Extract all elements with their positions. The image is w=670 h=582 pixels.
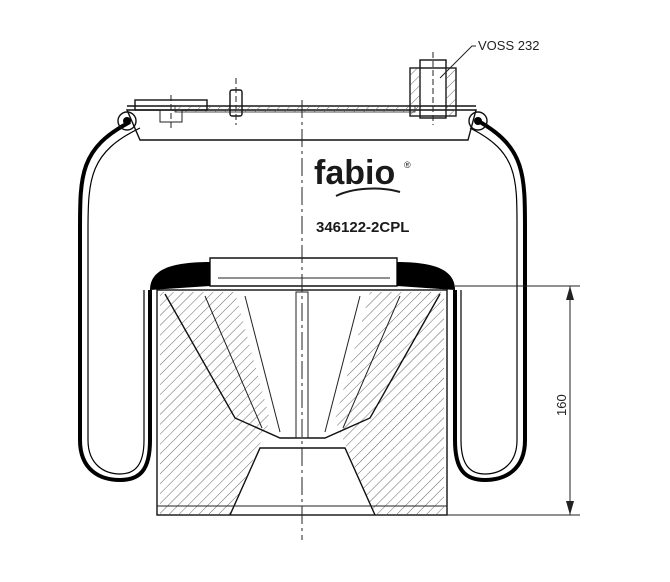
bellows-right-inner bbox=[460, 127, 518, 475]
left-stud-nut bbox=[159, 109, 183, 123]
dimension-arrow-top bbox=[566, 286, 574, 300]
air-connector bbox=[409, 52, 457, 125]
top-bead-plate bbox=[117, 52, 488, 141]
bellows-left-outer bbox=[78, 120, 152, 483]
part-number: 346122-2CPL bbox=[316, 219, 409, 236]
height-dimension: 160 bbox=[447, 285, 580, 516]
dimension-value: 160 bbox=[554, 394, 569, 416]
connector-hatch-left bbox=[409, 67, 421, 117]
piston-rib bbox=[204, 295, 263, 429]
right-crimp-bead bbox=[468, 111, 488, 131]
right-crimp-bead-core bbox=[474, 117, 482, 125]
connector-leader-line bbox=[439, 45, 476, 79]
connector-hatch-right bbox=[445, 67, 457, 117]
piston-top-collar bbox=[209, 257, 398, 287]
left-shoulder bbox=[150, 262, 210, 290]
piston-rib bbox=[324, 295, 361, 433]
brand-swoosh bbox=[335, 187, 401, 197]
piston-hatch-left bbox=[160, 292, 270, 515]
piston-hatch-right bbox=[335, 292, 444, 515]
bead-plate-hatch-strip bbox=[174, 105, 416, 113]
bellows bbox=[78, 120, 527, 483]
piston-rib bbox=[244, 295, 281, 433]
connector-label: VOSS 232 bbox=[478, 38, 539, 53]
brand-name: fabio bbox=[314, 154, 395, 192]
brand-registered-mark: ® bbox=[404, 160, 411, 170]
piston-rib bbox=[342, 295, 401, 429]
bellows-right-outer bbox=[453, 120, 527, 483]
left-crimp-bead bbox=[117, 111, 137, 131]
bellows-left-inner bbox=[87, 127, 145, 475]
right-shoulder bbox=[397, 262, 455, 290]
piston bbox=[150, 257, 455, 516]
brand-logo: fabio ® bbox=[314, 154, 411, 197]
dimension-arrow-bottom bbox=[566, 501, 574, 515]
left-crimp-bead-core bbox=[123, 117, 131, 125]
